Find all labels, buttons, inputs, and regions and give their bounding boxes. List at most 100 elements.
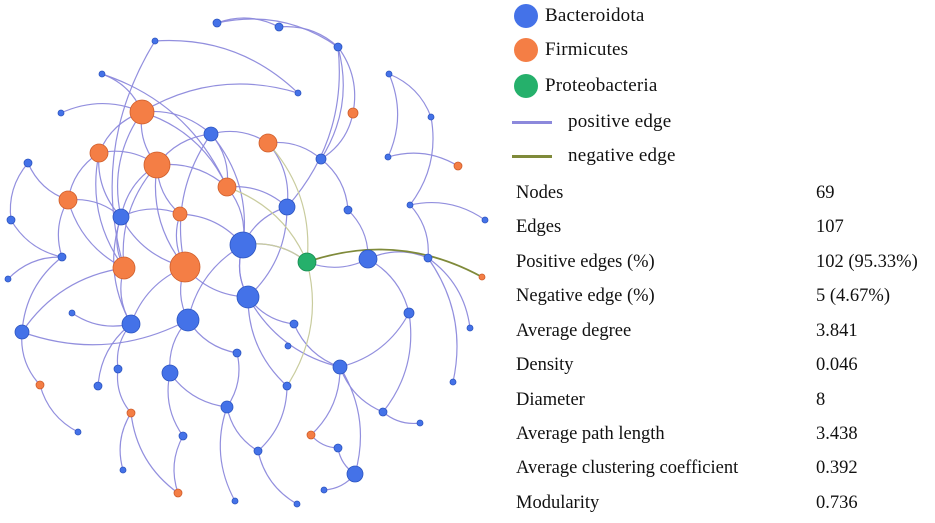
firmicutes-node <box>453 161 463 171</box>
bacteroidota-node <box>212 18 222 28</box>
proteobacteria-swatch-icon <box>514 74 538 98</box>
stat-value: 5 (4.67%) <box>816 286 890 306</box>
stat-value: 8 <box>816 390 826 410</box>
positive-edge <box>320 46 344 160</box>
legend-label: positive edge <box>568 111 672 132</box>
bacteroidota-node <box>74 428 82 436</box>
positive-edge <box>387 152 459 167</box>
positive-edge <box>130 412 179 494</box>
positive-edge <box>310 366 341 436</box>
bacteroidota-node <box>14 324 30 340</box>
bacteroidota-node <box>57 252 67 262</box>
negative-edge <box>306 248 483 278</box>
positive-edge <box>173 435 184 494</box>
positive-edge <box>427 257 458 383</box>
positive-edge <box>337 46 356 114</box>
positive-edge <box>427 257 471 329</box>
stat-row: Average degree 3.841 <box>516 321 926 351</box>
bacteroidota-node <box>6 215 16 225</box>
legend-item-firmicutes: Firmicutes <box>512 35 628 65</box>
bacteroidota-node <box>293 500 301 508</box>
firmicutes-swatch-icon <box>514 38 538 62</box>
bacteroidota-node <box>178 431 188 441</box>
stat-value: 0.736 <box>816 493 858 513</box>
positive-edge <box>388 73 432 118</box>
firmicutes-node <box>89 143 109 163</box>
positive-edge <box>257 385 288 452</box>
negative-edge <box>226 186 308 263</box>
positive-edge <box>247 296 341 368</box>
stat-label: Positive edges (%) <box>516 252 655 272</box>
bacteroidota-node <box>481 216 489 224</box>
stat-row: Diameter 8 <box>516 390 926 420</box>
bacteroidota-node <box>449 378 457 386</box>
positive-edge <box>169 372 228 408</box>
bacteroidota-node <box>176 308 200 332</box>
stat-label: Density <box>516 355 574 375</box>
firmicutes-node <box>126 408 136 418</box>
positive-edge <box>95 152 125 269</box>
bacteroidota-node <box>57 109 65 117</box>
positive-edge <box>9 162 29 221</box>
positive-edge <box>7 256 63 280</box>
negative-edge-swatch-icon <box>512 154 552 158</box>
positive-edge <box>116 111 143 218</box>
bacteroidota-node <box>98 70 106 78</box>
positive-edge <box>154 39 299 94</box>
negative-edge <box>267 142 309 263</box>
stat-row: Edges 107 <box>516 217 926 247</box>
firmicutes-node <box>129 99 155 125</box>
positive-edge <box>387 73 399 158</box>
legend-label: negative edge <box>568 145 676 166</box>
co-occurrence-network <box>4 17 489 508</box>
positive-edge <box>367 258 410 314</box>
positive-edge <box>226 406 259 452</box>
stat-row: Negative edge (%) 5 (4.67%) <box>516 286 926 316</box>
stat-label: Edges <box>516 217 562 237</box>
stat-value: 0.046 <box>816 355 858 375</box>
bacteroidota-node <box>320 486 328 494</box>
positive-edge <box>339 312 410 368</box>
legend-item-positive-edge: positive edge <box>512 107 671 137</box>
positive-edge <box>382 411 421 425</box>
positive-edge <box>310 434 339 449</box>
bacteroidota-node <box>203 126 219 142</box>
firmicutes-node <box>172 206 188 222</box>
positive-edge <box>267 142 289 208</box>
bacteroidota-node <box>119 466 127 474</box>
stat-row: Average path length 3.438 <box>516 424 926 454</box>
firmicutes-node <box>143 151 171 179</box>
positive-edge <box>409 116 434 206</box>
bacteroidota-node <box>343 205 353 215</box>
legend-label: Firmicutes <box>545 39 629 60</box>
bacteroidota-node <box>231 497 239 505</box>
bacteroidota-node <box>378 407 388 417</box>
bacteroidota-swatch-icon <box>514 4 538 28</box>
stat-label: Average degree <box>516 321 632 341</box>
stat-row: Average clustering coefficient 0.392 <box>516 458 926 488</box>
bacteroidota-node <box>416 419 424 427</box>
bacteroidota-node <box>161 364 179 382</box>
positive-edge <box>219 406 236 502</box>
firmicutes-node <box>173 488 183 498</box>
positive-edge <box>339 366 362 475</box>
positive-edge <box>216 17 280 28</box>
positive-edge <box>21 256 63 333</box>
bacteroidota-node <box>332 359 348 375</box>
bacteroidota-node <box>278 198 296 216</box>
legend: Bacteroidota Firmicutes Proteobacteria p… <box>512 0 922 180</box>
bacteroidota-node <box>385 70 393 78</box>
bacteroidota-node <box>289 319 299 329</box>
stat-label: Average path length <box>516 424 665 444</box>
bacteroidota-node <box>253 446 263 456</box>
bacteroidota-node <box>423 253 433 263</box>
positive-edge <box>257 450 298 505</box>
bacteroidota-node <box>232 348 242 358</box>
bacteroidota-node <box>23 158 33 168</box>
positive-edge <box>226 352 240 408</box>
bacteroidota-node <box>121 314 141 334</box>
legend-label: Bacteroidota <box>545 5 645 26</box>
positive-edge <box>21 331 41 386</box>
negative-edge <box>286 261 314 387</box>
positive-edge <box>247 296 288 387</box>
